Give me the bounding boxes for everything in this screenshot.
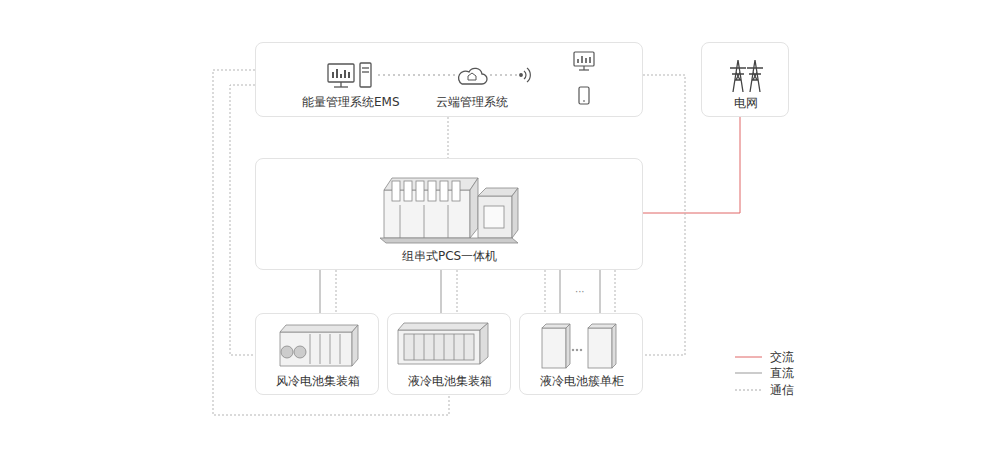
grid-box: 电网 [701,42,789,117]
wifi-icon [520,68,531,82]
ellipsis-label: ··· [575,287,585,297]
node-label: 能量管理系统EMS [302,95,400,109]
legend-text: 直流 [770,366,794,380]
pcs-illustration [380,178,518,243]
tower-icon [730,60,763,92]
battery-box: 风冷电池集装箱 [255,313,379,395]
device-icons [574,52,594,104]
cabinet-illustration [542,324,616,368]
battery-box: 液冷电池簇单柜 [519,313,643,395]
node-label: 组串式PCS一体机 [402,249,497,263]
system-panel: 能量管理系统EMS 云端管理系统 [255,42,643,117]
ems-icon [328,63,371,87]
cloud-icon [459,68,487,84]
air-container-illustration [280,325,358,366]
ac-line [643,117,740,213]
liquid-container-illustration [398,323,488,364]
dc-line [320,270,321,313]
comm-line [230,85,255,355]
legend-text: 交流 [770,350,794,364]
node-label: 风冷电池集装箱 [276,374,360,388]
legend-comm-sample [735,390,762,391]
comm-line [336,270,337,313]
dc-line [560,270,561,313]
node-label: 电网 [734,96,758,110]
comm-line [615,270,616,313]
comm-line [643,75,685,355]
comm-line [545,270,546,313]
dc-line [441,270,442,313]
legend-text: 通信 [770,383,794,397]
battery-box: 液冷电池集装箱 [387,313,511,395]
comm-line [457,270,458,313]
comm-line [448,117,449,158]
dc-line [600,270,601,313]
legend-ac-sample [735,357,762,358]
node-label: 液冷电池簇单柜 [540,374,624,388]
node-label: 云端管理系统 [436,95,508,109]
legend-dc-sample [735,373,762,374]
node-label: 液冷电池集装箱 [408,374,492,388]
pcs-box: 组串式PCS一体机 [255,158,643,270]
